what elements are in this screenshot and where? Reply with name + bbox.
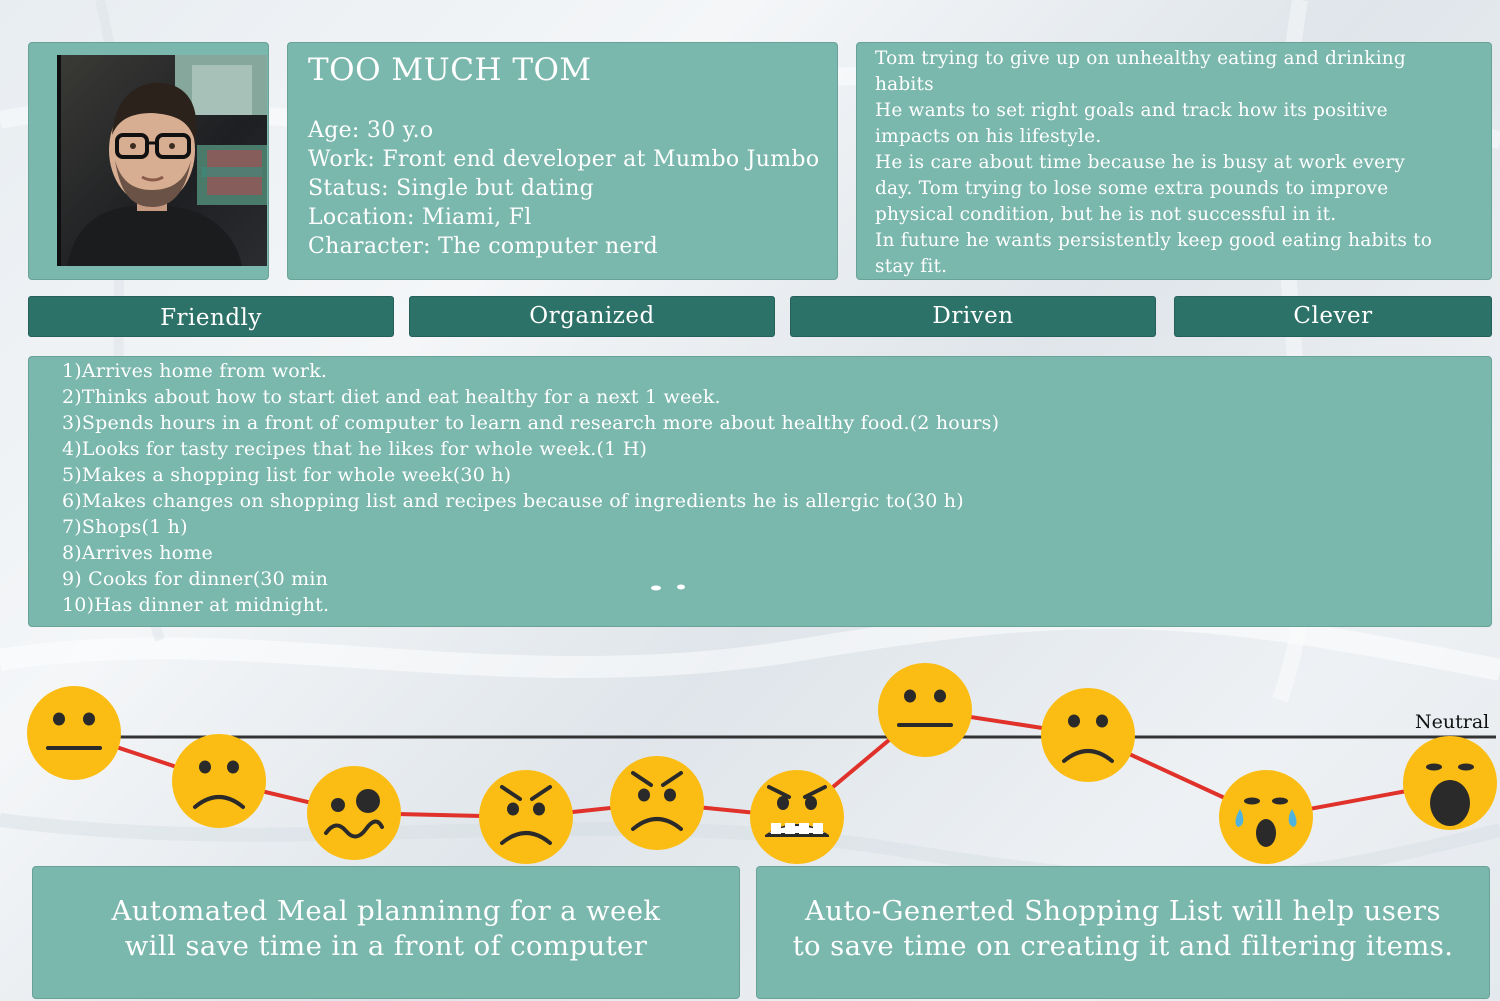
- bio-line: He is care about time because he is busy…: [875, 152, 1406, 173]
- bio-line: impacts on his lifestyle.: [875, 126, 1102, 147]
- scenario-step: 9) Cooks for dinner(30 min: [62, 568, 329, 590]
- neutral-label: Neutral: [1415, 711, 1490, 733]
- bio-line: stay fit.: [875, 256, 948, 277]
- bio-line: Tom trying to give up on unhealthy eatin…: [875, 48, 1406, 69]
- scenario-step: 2)Thinks about how to start diet and eat…: [62, 386, 721, 408]
- bio-line: He wants to set right goals and track ho…: [875, 100, 1388, 121]
- trait-friendly: Friendly: [28, 296, 394, 337]
- neutral-face-icon: [27, 686, 121, 780]
- solution-shop-line: Auto-Generted Shopping List will help us…: [805, 895, 1441, 927]
- persona-name: TOO MUCH TOM: [308, 52, 592, 88]
- sad-face-icon: [172, 734, 266, 828]
- trait-organized: Organized: [409, 296, 775, 337]
- sad-face-icon: [1041, 688, 1135, 782]
- solution-meal-planning: Automated Meal planninng for a week will…: [32, 866, 740, 999]
- persona-work: Work: Front end developer at Mumbo Jumbo: [308, 147, 820, 172]
- bio-line: physical condition, but he is not succes…: [875, 204, 1337, 225]
- solution-meal-line: Automated Meal planninng for a week: [111, 895, 661, 927]
- neutral-face-icon: [878, 663, 972, 757]
- angry-face-icon: [479, 770, 573, 864]
- shocked-face-icon: [1403, 736, 1497, 830]
- angry-face-icon: [610, 756, 704, 850]
- scenario-step: 3)Spends hours in a front of computer to…: [62, 412, 1000, 434]
- solution-shopping-list: Auto-Generted Shopping List will help us…: [756, 866, 1490, 999]
- emotion-journey-chart: [27, 663, 1497, 864]
- persona-status: Status: Single but dating: [308, 176, 595, 201]
- persona-location: Location: Miami, Fl: [308, 205, 532, 230]
- scenario-card: 1)Arrives home from work. 2)Thinks about…: [28, 356, 1492, 627]
- emotion-path-line: [73, 707, 1451, 820]
- bio-card: Tom trying to give up on unhealthy eatin…: [856, 42, 1492, 280]
- scenario-step: 1)Arrives home from work.: [62, 360, 328, 382]
- trait-driven: Driven: [790, 296, 1156, 337]
- bio-line: In future he wants persistently keep goo…: [875, 230, 1433, 251]
- bio-line: habits: [875, 74, 934, 95]
- scenario-step: 4)Looks for tasty recipes that he likes …: [62, 438, 648, 460]
- scenario-step: 6)Makes changes on shopping list and rec…: [62, 490, 964, 512]
- scenario-step: 8)Arrives home: [62, 542, 213, 564]
- solution-shop-line: to save time on creating it and filterin…: [792, 930, 1454, 962]
- paint-speck-decoration: [651, 584, 685, 591]
- crying-face-icon: [1219, 770, 1313, 864]
- furious-face-icon: [750, 770, 844, 864]
- persona-age: Age: 30 y.o: [308, 118, 434, 143]
- profile-card: TOO MUCH TOM Age: 30 y.o Work: Front end…: [287, 42, 838, 280]
- scenario-step: 7)Shops(1 h): [62, 516, 188, 538]
- persona-character: Character: The computer nerd: [308, 234, 658, 259]
- scenario-step: 10)Has dinner at midnight.: [62, 594, 330, 616]
- persona-photo: [57, 55, 267, 266]
- scenario-step: 5)Makes a shopping list for whole week(3…: [62, 464, 512, 486]
- bio-line: day. Tom trying to lose some extra pound…: [875, 178, 1389, 199]
- solution-meal-line: will save time in a front of computer: [124, 930, 648, 962]
- confused-face-icon: [307, 766, 401, 860]
- trait-clever: Clever: [1174, 296, 1492, 337]
